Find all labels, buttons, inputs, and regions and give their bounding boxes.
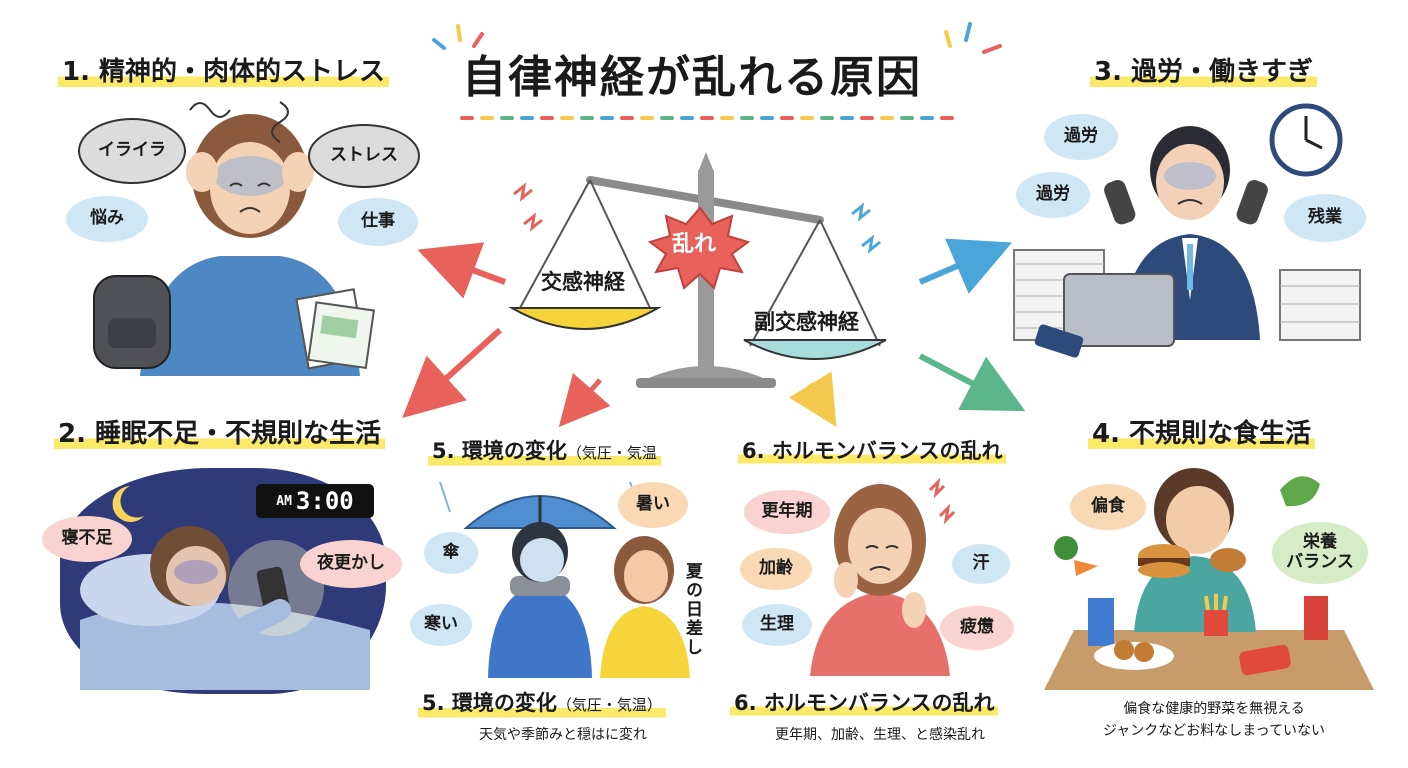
hormone-bubble-menstruation: 生理 bbox=[742, 604, 812, 646]
section-6-heading: 6. ホルモンバランスの乱れ bbox=[738, 436, 1007, 466]
section-4-caption-line-1: 偏食な健康的野菜を無視える bbox=[1123, 701, 1305, 717]
hormone-woman-illustration bbox=[810, 477, 956, 676]
weather-people-illustration bbox=[439, 481, 690, 678]
balance-scale-illustration bbox=[508, 152, 887, 388]
diet-bubble-nutrition-balance: 栄養 バランス bbox=[1272, 522, 1368, 584]
overtime-bubble: 残業 bbox=[1284, 194, 1366, 242]
environment-bubble-hot: 暑い bbox=[618, 482, 688, 528]
stress-bubble-stress: ストレス bbox=[308, 124, 420, 188]
arrow-to-section-3 bbox=[918, 238, 1013, 294]
overwork-bubble-1: 過労 bbox=[1044, 114, 1118, 160]
arrow-to-section-6 bbox=[788, 371, 837, 428]
environment-bubble-umbrella: 傘 bbox=[424, 532, 478, 574]
hormone-bubble-aging: 加齢 bbox=[740, 548, 812, 590]
environment-bubble-cold: 寒い bbox=[410, 604, 472, 646]
arrow-to-section-1 bbox=[417, 242, 507, 299]
section-3-heading: 3. 過労・働きすぎ bbox=[1090, 54, 1318, 90]
sympathetic-nerve-label: 交感神経 bbox=[541, 270, 625, 294]
section-5-heading-paren: （気圧・気温 bbox=[566, 444, 657, 462]
section-5-heading: 5. 環境の変化（気圧・気温 bbox=[428, 436, 661, 468]
stress-bubble-irritation: イライラ bbox=[78, 118, 186, 184]
section-5-heading-bottom-main: 5. 環境の変化 bbox=[422, 691, 557, 715]
section-4-heading: 4. 不規則な食生活 bbox=[1088, 416, 1316, 452]
parasympathetic-nerve-label: 副交感神経 bbox=[754, 310, 859, 334]
diet-bubble-picky-eating: 偏食 bbox=[1070, 484, 1146, 530]
hormone-bubble-menopause: 更年期 bbox=[744, 490, 830, 534]
environment-summer-sun-label: 夏の日差し bbox=[682, 562, 702, 657]
section-6-heading-bottom: 6. ホルモンバランスの乱れ bbox=[730, 688, 999, 718]
overworked-businessman-illustration bbox=[1013, 103, 1361, 358]
hormone-bubble-fatigue: 疲憊 bbox=[940, 606, 1014, 650]
clock-ampm: AM bbox=[276, 493, 292, 509]
sparkle-decoration-right bbox=[944, 22, 1002, 54]
sleep-bubble-staying-up-late: 夜更かし bbox=[300, 540, 402, 588]
junk-food-eater-illustration bbox=[1044, 468, 1374, 690]
clock-time: 3:00 bbox=[295, 487, 354, 515]
overwork-bubble-2: 過労 bbox=[1016, 172, 1090, 218]
section-5-heading-main: 5. 環境の変化 bbox=[432, 439, 567, 463]
imbalance-label: 乱れ bbox=[672, 232, 717, 257]
section-1-heading: 1. 精神的・肉体的ストレス bbox=[58, 54, 390, 90]
stress-bubble-worry: 悩み bbox=[66, 196, 148, 242]
section-6-caption: 更年期、加齢、生理、と感染乱れ bbox=[775, 727, 985, 743]
section-5-heading-bottom: 5. 環境の変化（気圧・気温） bbox=[418, 688, 666, 720]
stress-bubble-work: 仕事 bbox=[338, 198, 418, 246]
hormone-bubble-sweat: 汗 bbox=[952, 544, 1010, 584]
section-5-heading-bottom-paren: （気圧・気温） bbox=[556, 696, 662, 714]
section-2-heading: 2. 睡眠不足・不規則な生活 bbox=[54, 416, 386, 452]
title-underline-decoration bbox=[460, 116, 954, 120]
arrow-to-section-2 bbox=[402, 327, 503, 419]
section-5-caption: 天気や季節みと穏はに変れ bbox=[479, 727, 647, 743]
section-4-caption-line-2: ジャンクなどお料なしまっていない bbox=[1102, 723, 1326, 739]
page-title: 自律神経が乱れる原因 bbox=[462, 52, 922, 103]
arrow-to-section-5 bbox=[558, 372, 611, 428]
arrow-to-section-4 bbox=[918, 353, 1026, 412]
clock-display: AM 3:00 bbox=[256, 484, 374, 518]
sparkle-decoration-left bbox=[432, 24, 484, 50]
sleep-bubble-lack-of-sleep: 寝不足 bbox=[42, 516, 132, 562]
stressed-woman-illustration bbox=[93, 101, 376, 376]
